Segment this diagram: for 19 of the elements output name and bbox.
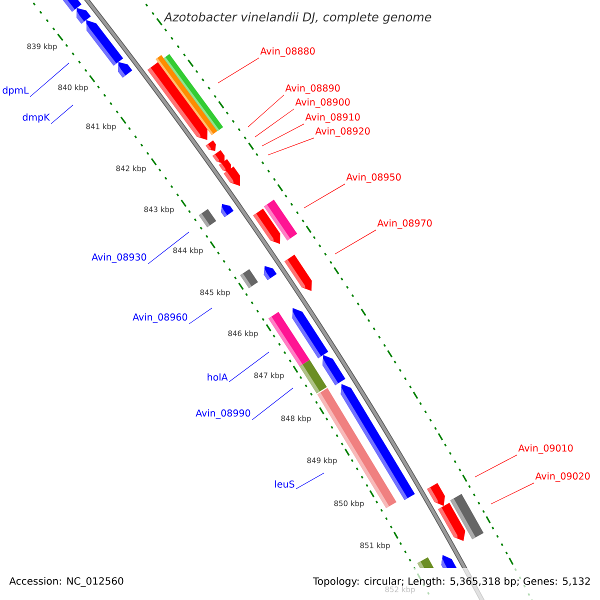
gene-label: Avin_09020 [535, 472, 590, 482]
gene-label: dpmL [2, 86, 29, 96]
gene-label: dmpK [22, 113, 50, 123]
gene-label: Avin_08990 [196, 409, 250, 419]
gene-label: Avin_08900 [295, 98, 350, 108]
gene-label: leuS [275, 480, 294, 488]
gene-label: Avin_08920 [315, 127, 370, 137]
gene-label: Avin_08880 [260, 47, 315, 57]
gene-label: Avin_08910 [305, 113, 360, 123]
title: Azotobacter vinelandii DJ, complete genome [164, 12, 432, 24]
gene-label: Avin_09010 [518, 444, 573, 454]
gene-label: holA [208, 373, 228, 381]
gene-label: Avin_08890 [285, 84, 340, 94]
genome-info-text: Topology: circular; Length: 5,365,318 bp; Genes: 5,132 [312, 577, 590, 587]
gene-label: Avin_08930 [92, 253, 146, 263]
gene-label: Avin_08960 [132, 313, 188, 323]
accession-text: Accession: NC_012560 [9, 577, 124, 587]
gene-label: Avin_08950 [346, 173, 401, 183]
gene-label: Avin_08970 [377, 219, 432, 229]
